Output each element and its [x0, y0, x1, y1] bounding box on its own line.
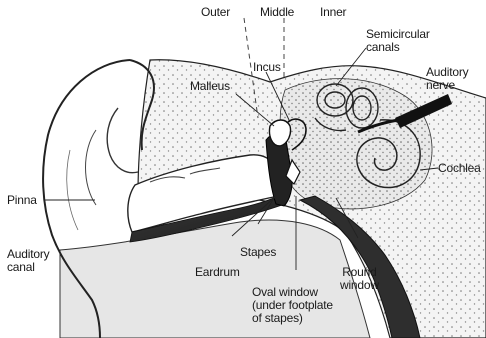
label-stapes: Stapes	[240, 246, 276, 259]
label-semicircular-canals: Semicircular canals	[366, 28, 430, 54]
label-eardrum: Eardrum	[195, 266, 240, 279]
label-malleus: Malleus	[190, 80, 230, 93]
label-pinna: Pinna	[7, 194, 37, 207]
region-label-middle: Middle	[260, 6, 294, 19]
label-round-window: Round window	[340, 266, 379, 292]
label-cochlea: Cochlea	[438, 162, 481, 175]
region-label-outer: Outer	[201, 6, 230, 19]
region-label-inner: Inner	[320, 6, 346, 19]
label-auditory-canal: Auditory canal	[7, 248, 49, 274]
label-oval-window: Oval window (under footplate of stapes)	[252, 286, 333, 325]
label-auditory-nerve: Auditory nerve	[426, 66, 468, 92]
label-incus: Incus	[253, 61, 281, 74]
